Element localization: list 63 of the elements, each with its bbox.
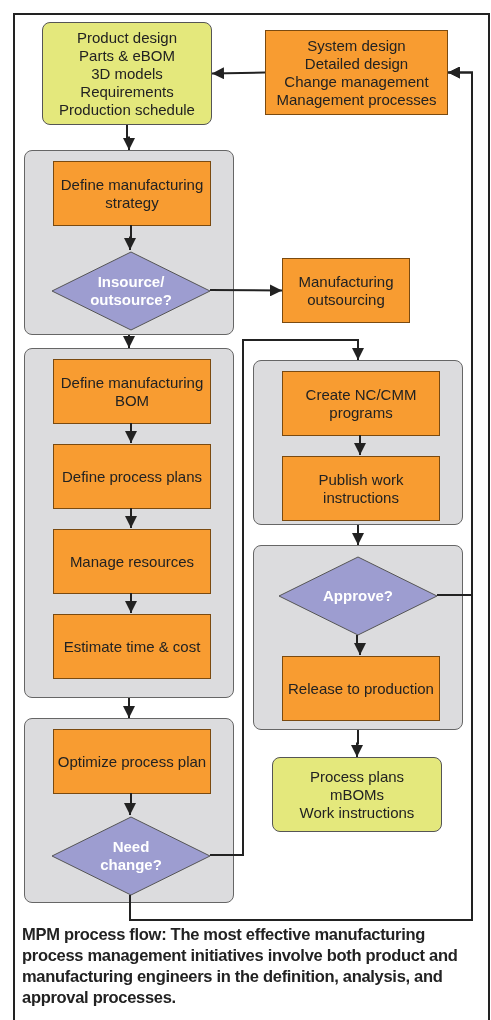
arrow: [209, 284, 283, 297]
box-label: Manufacturing outsourcing: [297, 272, 395, 309]
caption: MPM process flow: The most effective manufacturing process management initiatives involve both product and manufacturing engineers in the definition, analysis, and approval processes.: [22, 924, 459, 1008]
decision-label: Insource/ outsource?: [89, 273, 173, 309]
box-label: Change management: [284, 72, 429, 91]
arrow: [354, 634, 366, 656]
arrow: [354, 434, 366, 456]
decision-diamond: [51, 251, 211, 331]
process-box: [53, 359, 211, 424]
arrow: [123, 124, 135, 151]
process-box: [282, 656, 440, 721]
arrow: [125, 422, 137, 444]
process-box: [53, 444, 211, 509]
decision-diamond: [51, 816, 211, 896]
box-label: Parts & eBOM: [79, 46, 175, 65]
box-label: Define manufacturing BOM: [59, 373, 205, 410]
decision-label: Need change?: [99, 838, 163, 874]
arrow: [125, 507, 137, 529]
box-label: Detailed design: [304, 54, 409, 73]
process-box: [282, 371, 440, 436]
box-label: System design: [307, 36, 406, 55]
group-panel: [253, 360, 463, 525]
process-box: [53, 161, 211, 226]
process-box: [282, 456, 440, 521]
box-label: Requirements: [80, 82, 174, 101]
arrow: [129, 66, 473, 921]
process-box: [53, 614, 211, 679]
group-panel: [24, 348, 234, 698]
arrow: [123, 697, 135, 719]
box-label: Work instructions: [299, 803, 415, 822]
decision-label: Approve?: [322, 587, 394, 605]
process-box: [53, 529, 211, 594]
box-label: Manage resources: [69, 552, 195, 571]
output-box: [42, 22, 212, 125]
group-panel: [24, 150, 234, 335]
box-label: 3D models: [91, 64, 163, 83]
box-label: Product design: [76, 28, 178, 47]
arrow: [123, 334, 135, 349]
arrow: [124, 224, 136, 251]
box-label: Estimate time & cost: [63, 637, 201, 656]
box-label: Define manufacturing strategy: [59, 175, 205, 212]
box-label: Production schedule: [59, 100, 195, 119]
box-label: Create NC/CMM programs: [304, 385, 418, 422]
arrow: [125, 592, 137, 614]
box-label: Process plans: [309, 767, 405, 786]
box-label: mBOMs: [329, 785, 385, 804]
box-label: Management processes: [276, 90, 437, 109]
arrow: [351, 729, 363, 758]
group-panel: [24, 718, 234, 903]
arrow: [124, 792, 136, 816]
group-panel: [253, 545, 463, 730]
process-box: [265, 30, 448, 115]
process-box: [53, 729, 211, 794]
arrow: [211, 67, 266, 80]
box-label: Publish work instructions: [317, 470, 405, 507]
process-box: [282, 258, 410, 323]
box-label: Optimize process plan: [57, 752, 207, 771]
arrow: [352, 524, 364, 546]
decision-diamond: [278, 556, 438, 636]
output-box: [272, 757, 442, 832]
box-label: Release to production: [288, 679, 434, 698]
arrow: [209, 339, 364, 856]
box-label: Define process plans: [61, 467, 203, 486]
